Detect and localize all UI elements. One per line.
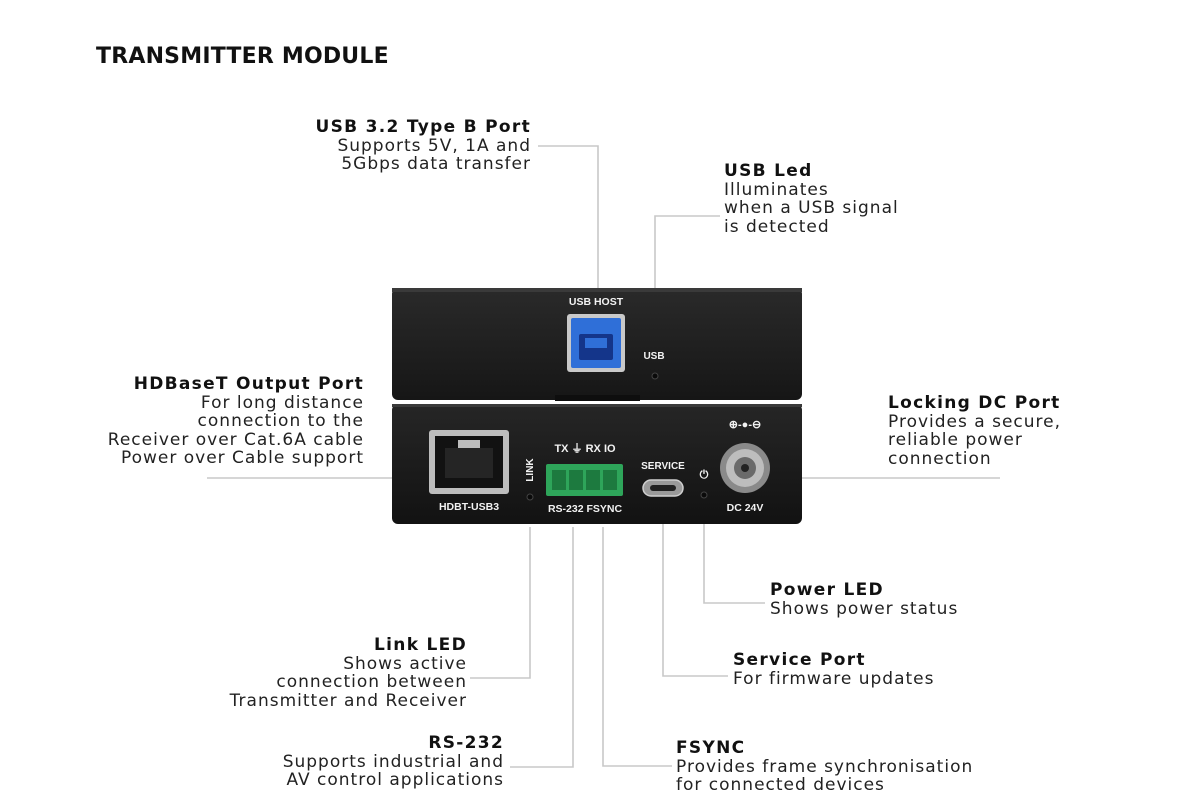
callout-dc-port: Locking DC Port Provides a secure, relia… [888,394,1061,468]
callout-usb-led: USB Led Illuminates when a USB signal is… [724,162,899,236]
page-title: TRANSMITTER MODULE [96,44,389,69]
callout-fsync: FSYNC Provides frame synchronisation for… [676,739,973,795]
callout-dc-port-line: connection [888,448,992,469]
callout-link-led-line: connection between [276,672,467,692]
callout-service-port: Service Port For firmware updates [733,651,934,688]
callout-dc-port-line: Provides a secure, [888,411,1062,432]
dc-polarity-label: ⊕-●-⊖ [729,419,761,431]
callout-hdbaset-line: Receiver over Cat.6A cable [107,429,364,450]
callout-usb-led-line: is detected [724,216,830,237]
callout-service-port-line: For firmware updates [733,668,935,689]
usb-host-label: USB HOST [569,296,624,308]
callout-fsync-title: FSYNC [676,738,746,758]
callout-dc-port-title: Locking DC Port [888,393,1061,413]
usb-led [651,372,659,380]
callout-power-led: Power LED Shows power status [770,581,958,618]
callout-link-led-line: Shows active [343,653,467,674]
leader-line-rs232 [510,527,574,768]
rs232-terminal-block [546,464,623,496]
leader-line-power-led [703,497,765,604]
serial-pins-label: TX ⏚ RX IO [554,442,616,455]
dc-port [720,443,770,493]
callout-hdbaset-title: HDBaseT Output Port [133,374,364,394]
callout-rs232-title: RS-232 [428,733,504,753]
power-symbol: ⏻ [700,468,709,481]
callout-hdbaset-line: connection to the [197,411,364,431]
link-led [526,493,534,501]
callout-link-led: Link LED Shows active connection between… [230,636,467,710]
hdbt-label: HDBT-USB3 [439,501,499,513]
leader-line-fsync [602,527,672,767]
callout-usb-port-line: Supports 5V, 1A and [337,135,531,156]
link-label: LINK [525,458,536,482]
callout-usb-port-title: USB 3.2 Type B Port [315,117,531,137]
callout-hdbaset: HDBaseT Output Port For long distance co… [108,375,364,468]
hdbaset-port [429,430,509,494]
callout-fsync-line: Provides frame synchronisation [676,756,974,777]
leader-line-link-led [470,527,531,679]
callout-link-led-title: Link LED [374,635,467,655]
callout-rs232-line: Supports industrial and [282,751,504,772]
leader-line-service-port [662,510,728,677]
callout-power-led-line: Shows power status [770,598,959,619]
callout-hdbaset-line: For long distance [200,392,364,413]
callout-usb-led-line: Illuminates [724,179,829,200]
callout-rs232: RS-232 Supports industrial and AV contro… [283,734,504,790]
dc-label: DC 24V [727,502,764,514]
callout-dc-port-line: reliable power [888,430,1023,450]
callout-usb-led-title: USB Led [724,161,813,181]
callout-usb-port: USB 3.2 Type B Port Supports 5V, 1A and … [316,118,531,174]
service-label: SERVICE [641,461,685,472]
callout-service-port-title: Service Port [733,650,866,670]
callout-rs232-line: AV control applications [286,770,504,790]
leader-line-usb-port [538,145,599,322]
usb-led-label: USB [643,351,664,362]
callout-hdbaset-line: Power over Cable support [120,448,364,468]
power-led [700,491,708,499]
callout-power-led-title: Power LED [770,580,884,600]
usb-host-port [567,314,625,372]
callout-fsync-line: for connected devices [676,775,885,795]
callout-usb-port-line: 5Gbps data transfer [341,154,531,174]
callout-link-led-line: Transmitter and Receiver [229,690,467,711]
callout-usb-led-line: when a USB signal [724,198,899,218]
serial-label: RS-232 FSYNC [548,503,623,515]
